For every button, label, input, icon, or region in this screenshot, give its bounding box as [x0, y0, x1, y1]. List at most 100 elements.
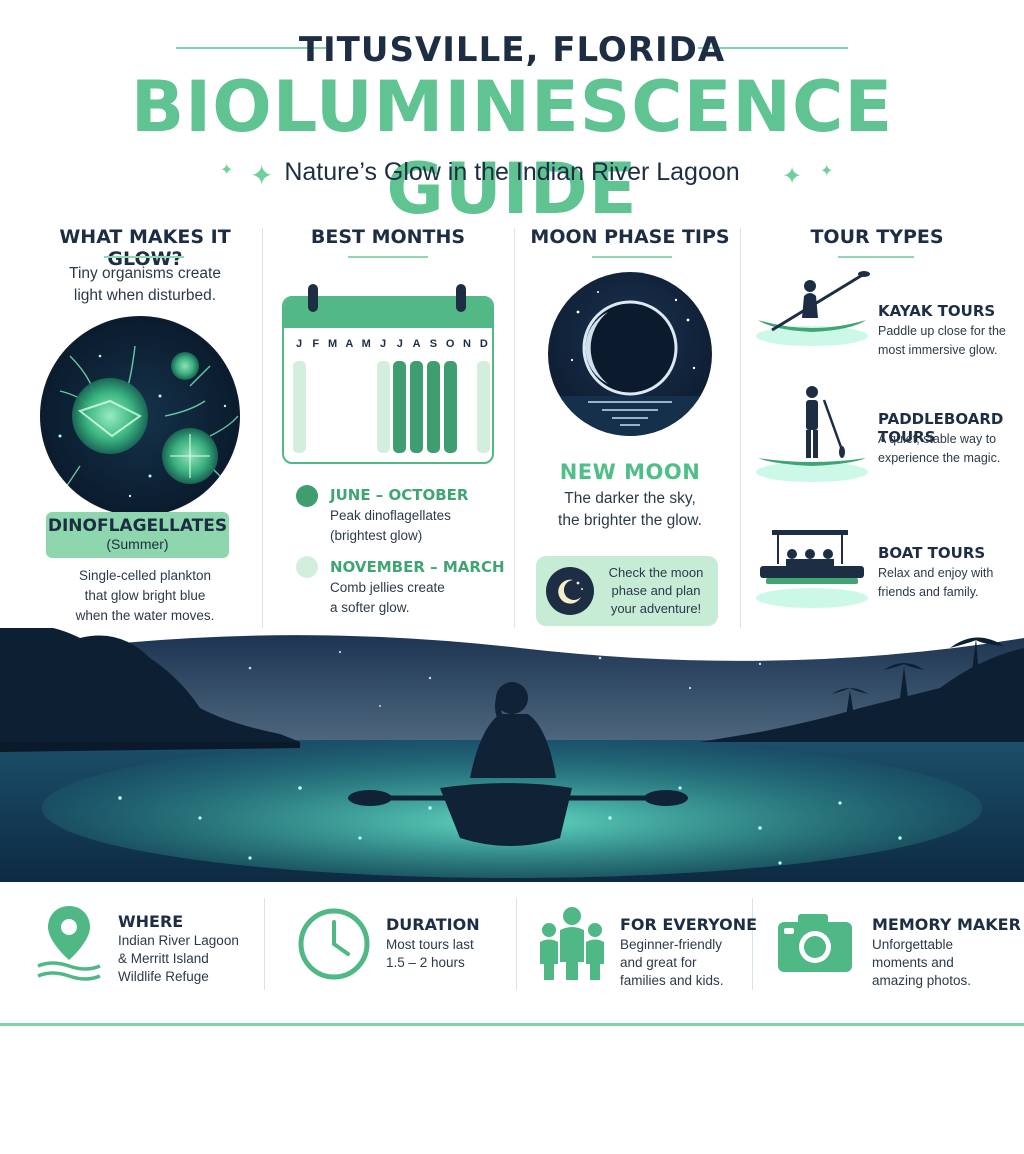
clock-icon — [296, 906, 372, 982]
calendar-month-letter: J — [379, 338, 387, 350]
moon-desc-line: The darker the sky, — [564, 490, 696, 507]
moon-desc-line: the brighter the glow. — [558, 512, 702, 529]
where-title: WHERE — [118, 912, 184, 931]
subtitle: Nature’s Glow in the Indian River Lagoon — [284, 158, 740, 186]
sparkle-icon: ✦ — [782, 163, 803, 190]
peak-description: Peak dinoflagellates (brightest glow) — [330, 506, 500, 546]
calendar-month-bar — [393, 361, 407, 453]
calendar-month-bar — [376, 361, 390, 453]
boat-icon — [752, 526, 872, 614]
calendar-month-letter: D — [479, 338, 488, 350]
kayak-tours-desc: Paddle up close for the most immersive g… — [878, 322, 1018, 360]
duration-title: DURATION — [386, 915, 480, 934]
glow-intro: Tiny organisms create light when disturb… — [20, 263, 270, 307]
glow-intro-line: light when disturbed. — [73, 287, 217, 304]
calendar-month-bar — [477, 361, 491, 453]
memory-line: Unforgettable — [872, 937, 954, 952]
kayak-icon — [752, 268, 872, 352]
moon-heading-underline — [592, 256, 672, 258]
bottom-divider — [752, 898, 753, 990]
soft-desc-line: a softer glow. — [330, 600, 410, 615]
calendar-month-letter: M — [361, 338, 371, 350]
bottom-divider — [516, 898, 517, 990]
calendar-month-letter: J — [295, 338, 303, 350]
header-rule-left — [176, 47, 326, 49]
soft-description: Comb jellies create a softer glow. — [330, 578, 500, 618]
duration-line: 1.5 – 2 hours — [386, 955, 465, 970]
badge-subtitle: (Summer) — [106, 536, 169, 552]
moon-tip-line: Check the moon — [608, 565, 704, 580]
calendar-month-letter: A — [412, 338, 421, 350]
sparkle-icon: ✦ — [250, 160, 274, 191]
calendar-month-letter: J — [396, 338, 403, 350]
dino-desc-line: that glow bright blue — [84, 588, 206, 603]
column-divider — [514, 228, 515, 628]
peak-desc-line: Peak dinoflagellates — [330, 508, 451, 523]
header-rule-right — [698, 47, 848, 49]
glow-intro-line: Tiny organisms create — [69, 265, 221, 282]
kayak-tours-title: KAYAK TOURS — [878, 302, 996, 320]
camera-icon — [776, 912, 854, 974]
boat-tours-desc: Relax and enjoy with friends and family. — [878, 564, 1018, 602]
duration-text: Most tours last 1.5 – 2 hours — [386, 936, 510, 972]
months-heading-underline — [348, 256, 428, 258]
main-title: BIOLUMINESCENCE GUIDE — [130, 66, 894, 230]
moon-tip-text: Check the moon phase and plan your adven… — [598, 564, 714, 618]
months-heading: BEST MONTHS — [310, 226, 466, 248]
calendar-month-letter: A — [345, 338, 354, 350]
dinoflagellates-badge: DINOFLAGELLATES (Summer) — [46, 512, 229, 558]
new-moon-label: NEW MOON — [559, 460, 701, 484]
soft-desc-line: Comb jellies create — [330, 580, 445, 595]
badge-title: DINOFLAGELLATES — [47, 516, 228, 536]
peak-desc-line: (brightest glow) — [330, 528, 423, 543]
moon-tip-line: phase and plan — [611, 583, 701, 598]
map-pin-icon — [34, 902, 104, 982]
dino-description: Single-celled plankton that glow bright … — [20, 566, 270, 626]
column-divider — [740, 228, 741, 628]
peak-legend-dot — [296, 485, 318, 507]
soft-months-label: NOVEMBER – MARCH — [330, 558, 505, 576]
column-divider — [262, 228, 263, 628]
everyone-line: families and kids. — [620, 973, 724, 988]
everyone-line: Beginner-friendly — [620, 937, 723, 952]
calendar-month-letter: F — [312, 338, 320, 350]
moon-tip-box: Check the moon phase and plan your adven… — [536, 556, 718, 626]
calendar-month-bar — [426, 361, 440, 453]
boat-desc-line: friends and family. — [878, 585, 979, 599]
where-line: & Merritt Island — [118, 951, 209, 966]
memory-title: MEMORY MAKER — [872, 915, 1021, 934]
glow-heading-underline — [104, 256, 184, 258]
memory-line: moments and — [872, 955, 954, 970]
calendar-month-bar — [410, 361, 424, 453]
paddleboard-desc-line: A quiet, stable way to — [878, 432, 997, 446]
everyone-text: Beginner-friendly and great for families… — [620, 936, 748, 990]
kayak-desc-line: most immersive glow. — [878, 343, 998, 357]
bottom-divider — [264, 898, 265, 990]
city-title: TITUSVILLE, FLORIDA — [298, 30, 726, 70]
moon-description: The darker the sky, the brighter the glo… — [520, 488, 740, 532]
paddleboard-icon — [752, 380, 872, 490]
calendar-month-bar — [292, 361, 306, 453]
paddleboard-tours-title: PADDLEBOARD TOURS — [878, 410, 1004, 446]
calendar-month-bar — [443, 361, 457, 453]
footer-rule — [0, 1023, 1024, 1026]
sparkle-icon: ✦ — [820, 163, 834, 180]
where-line: Wildlife Refuge — [118, 969, 209, 984]
dino-desc-line: Single-celled plankton — [78, 568, 212, 583]
sparkle-icon: ✦ — [220, 162, 234, 179]
kayak-desc-line: Paddle up close for the — [878, 324, 1006, 338]
peak-months-label: JUNE – OCTOBER — [330, 486, 469, 504]
glow-heading: WHAT MAKES IT GLOW? — [59, 226, 231, 270]
calendar-ring — [456, 284, 466, 312]
memory-line: amazing photos. — [872, 973, 972, 988]
crescent-moon-icon — [546, 567, 594, 615]
tours-heading: TOUR TYPES — [810, 226, 944, 248]
boat-desc-line: Relax and enjoy with — [878, 566, 994, 580]
paddleboard-tours-desc: A quiet, stable way to experience the ma… — [878, 430, 1018, 468]
duration-line: Most tours last — [386, 937, 474, 952]
everyone-line: and great for — [620, 955, 697, 970]
calendar-month-letter: M — [328, 338, 338, 350]
paddleboard-desc-line: experience the magic. — [878, 451, 1001, 465]
family-icon — [538, 906, 606, 982]
